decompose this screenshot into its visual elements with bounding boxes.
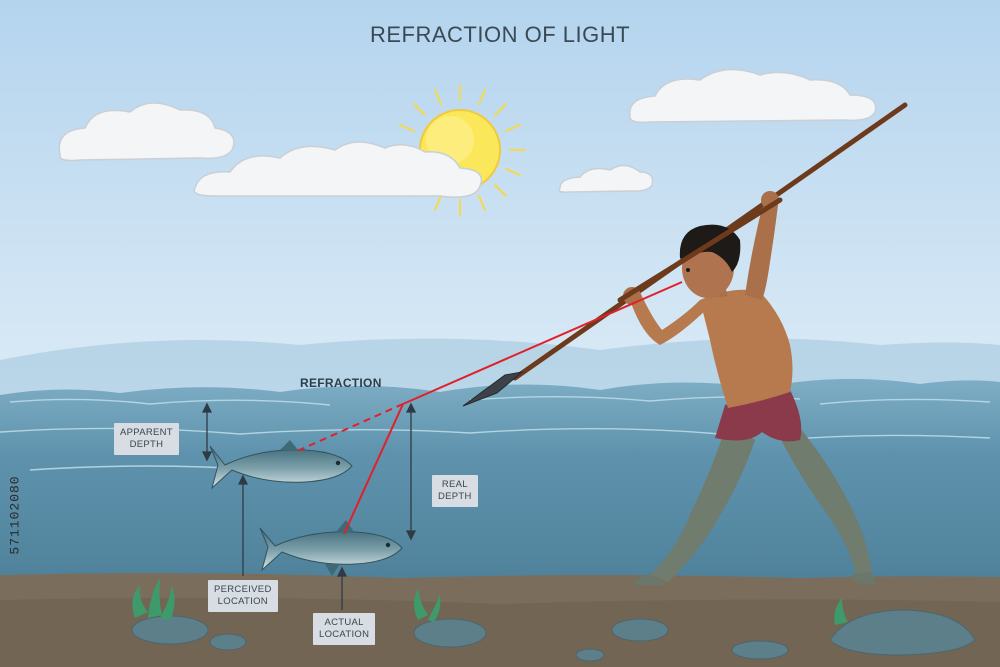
cloud-icon [629,68,877,124]
perceived-location-line2: LOCATION [217,596,268,607]
apparent-depth-line2: DEPTH [129,439,164,450]
seaweed-icon [132,578,175,620]
cloud-icon [58,102,235,162]
rock-icon [131,609,976,662]
refraction-label: REFRACTION [300,376,382,390]
actual-location-label: ACTUAL LOCATION [313,613,376,645]
cloud-icon [558,164,654,193]
actual-location-line1: ACTUAL [324,617,364,628]
real-depth-line2: DEPTH [438,491,472,502]
apparent-depth-line1: APPARENT [120,427,173,438]
fish-icon [259,520,403,576]
spear-shaft-front [617,197,783,303]
stock-id-text: 571102080 [7,475,23,555]
real-depth-line1: REAL [441,479,468,490]
page-title: REFRACTION OF LIGHT [369,22,631,47]
stock-id: 571102080 [4,430,26,600]
light-ray [294,281,683,535]
water [0,378,1000,590]
sky [0,0,1000,400]
cloud-icon [193,141,483,198]
apparent-depth-label: APPARENT DEPTH [114,423,179,455]
actual-location-line2: LOCATION [319,629,370,640]
perceived-location-label: PERCEIVED LOCATION [208,580,278,612]
perceived-location-line1: PERCEIVED [214,584,272,595]
seaweed-icon [414,588,441,622]
real-depth-label: REAL DEPTH [432,475,478,507]
seaweed-icon [834,598,848,625]
fish-icon [209,440,353,490]
measure-arrows [201,402,417,610]
